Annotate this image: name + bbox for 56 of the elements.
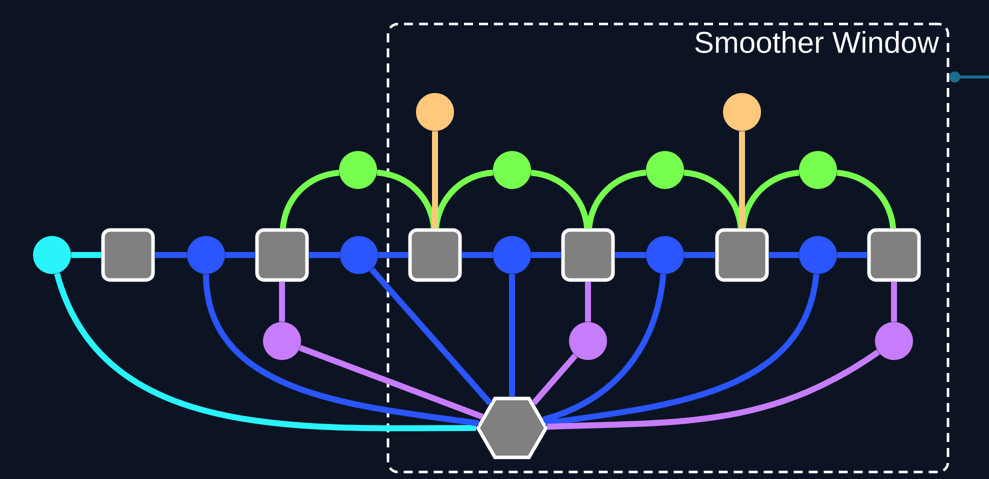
connector bbox=[585, 282, 591, 322]
connector bbox=[225, 252, 256, 258]
connector bbox=[376, 170, 437, 229]
connector bbox=[891, 282, 897, 322]
connector bbox=[586, 170, 646, 229]
connector bbox=[739, 131, 745, 228]
variable-circle bbox=[875, 322, 913, 360]
connector bbox=[298, 344, 484, 420]
connector bbox=[369, 267, 492, 406]
connector bbox=[684, 252, 716, 258]
connector bbox=[308, 252, 340, 258]
connector bbox=[509, 274, 515, 397]
connector bbox=[432, 131, 438, 228]
connector bbox=[544, 274, 820, 426]
connector bbox=[71, 252, 102, 258]
connector bbox=[378, 252, 408, 258]
factor-square bbox=[408, 228, 462, 282]
variable-circle bbox=[33, 236, 71, 274]
connector bbox=[684, 170, 744, 229]
connector bbox=[542, 274, 666, 422]
connector bbox=[614, 252, 646, 258]
variable-circle bbox=[416, 93, 454, 131]
connector bbox=[203, 274, 480, 426]
variable-circle bbox=[646, 236, 684, 274]
window-title: Smoother Window bbox=[695, 31, 940, 54]
connector bbox=[531, 252, 562, 258]
connector bbox=[836, 170, 896, 229]
connector bbox=[154, 252, 187, 258]
connector bbox=[280, 170, 340, 229]
variable-circle bbox=[723, 93, 761, 131]
factor-square bbox=[561, 228, 615, 282]
connector bbox=[547, 349, 880, 430]
factor-square bbox=[101, 228, 155, 282]
variable-circle bbox=[340, 236, 378, 274]
connector bbox=[949, 72, 989, 82]
variable-circle bbox=[187, 236, 225, 274]
variable-circle bbox=[646, 151, 684, 189]
variable-circle bbox=[569, 322, 607, 360]
variable-circle bbox=[799, 236, 837, 274]
connector bbox=[837, 252, 868, 258]
variable-circle bbox=[339, 151, 377, 189]
connector bbox=[531, 353, 578, 406]
connector bbox=[768, 252, 799, 258]
factor-square bbox=[715, 228, 769, 282]
connector bbox=[530, 170, 590, 229]
factor-square bbox=[867, 228, 921, 282]
connector bbox=[54, 272, 476, 432]
variable-circle bbox=[263, 322, 301, 360]
variable-circle bbox=[493, 151, 531, 189]
factor-square bbox=[255, 228, 309, 282]
connector bbox=[433, 170, 494, 229]
connector bbox=[279, 282, 285, 322]
dashed-window-frame bbox=[386, 22, 950, 474]
variable-circle bbox=[493, 236, 531, 274]
connector bbox=[462, 252, 493, 258]
variable-circle bbox=[799, 151, 837, 189]
